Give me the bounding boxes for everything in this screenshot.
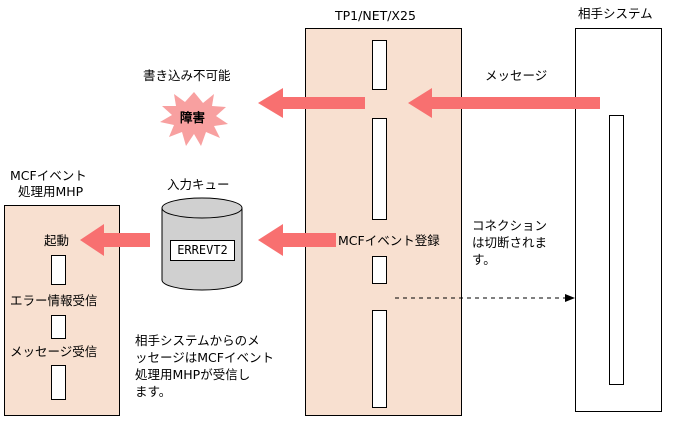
unwritable-label: 書き込み不可能 bbox=[143, 68, 231, 83]
connection-note-line1: コネクション bbox=[472, 218, 548, 233]
note-line3: 処理用MHPが受信し bbox=[135, 367, 251, 382]
tp1-bar-2 bbox=[372, 118, 387, 220]
mhp-bar-3 bbox=[51, 365, 66, 400]
mhp-bar-1 bbox=[51, 255, 66, 285]
register-arrow bbox=[258, 224, 336, 256]
partner-title: 相手システム bbox=[578, 6, 653, 21]
mcf-event-register-label: MCFイベント登録 bbox=[338, 233, 440, 248]
start-arrow bbox=[80, 224, 150, 256]
tp1-bar-3 bbox=[372, 256, 387, 284]
failure-label: 障害 bbox=[180, 110, 206, 125]
tp1-title: TP1/NET/X25 bbox=[335, 8, 416, 23]
start-label: 起動 bbox=[44, 233, 70, 248]
failure-burst bbox=[160, 92, 228, 146]
mhp-bar-2 bbox=[51, 315, 66, 339]
input-queue-label: 入力キュー bbox=[167, 177, 230, 192]
note-line4: ます。 bbox=[135, 384, 172, 399]
mcf-mhp-title-line2: 処理用MHP bbox=[18, 184, 84, 199]
connection-note-line3: す。 bbox=[472, 252, 496, 267]
message-label: メッセージ bbox=[485, 68, 548, 83]
connection-note-line2: は切断されま bbox=[472, 235, 548, 250]
note-line1: 相手システムからのメ bbox=[135, 333, 260, 348]
message-arrow bbox=[408, 88, 600, 118]
mcf-mhp-title-line1: MCFイベント bbox=[10, 168, 87, 183]
input-queue-top bbox=[161, 197, 243, 219]
connection-dashed-arrowhead bbox=[565, 294, 575, 302]
message-recv-label: メッセージ受信 bbox=[10, 344, 98, 359]
error-info-recv-label: エラー情報受信 bbox=[10, 293, 98, 308]
tp1-bar-1 bbox=[372, 40, 387, 90]
note-line2: ッセージはMCFイベント bbox=[135, 350, 274, 365]
tp1-bar-4 bbox=[372, 310, 387, 408]
partner-bar bbox=[609, 115, 624, 385]
failure-arrow bbox=[258, 88, 365, 118]
queue-name-box: ERREVT2 bbox=[170, 240, 235, 261]
